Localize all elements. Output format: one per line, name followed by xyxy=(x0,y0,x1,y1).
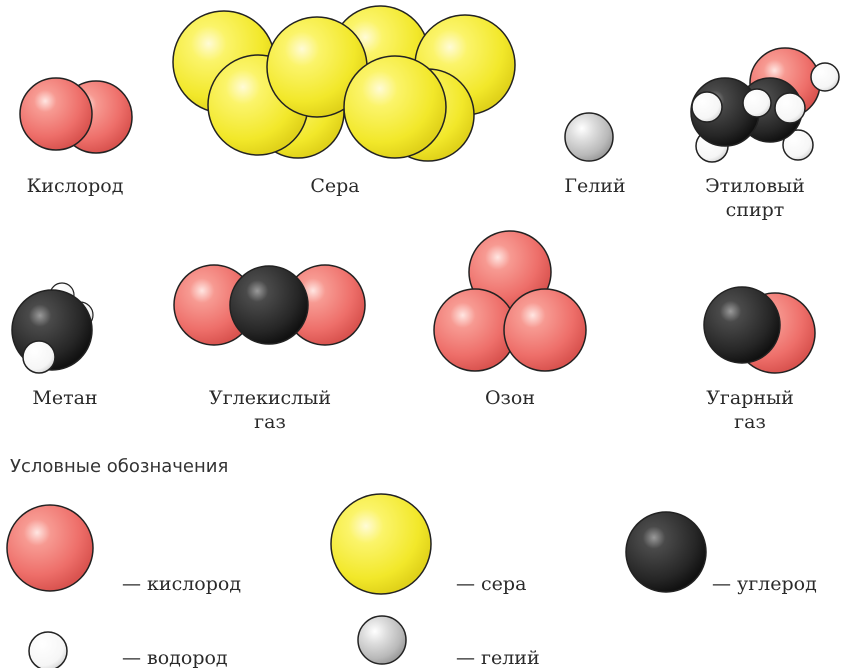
label-oxygen: Кислород xyxy=(26,175,124,197)
legend-label-hydrogen: — водород xyxy=(122,647,228,669)
carbon-atom xyxy=(229,265,309,345)
legend-label-carbon: — углерод xyxy=(712,573,817,595)
oxygen-molecule xyxy=(19,77,133,154)
co2-molecule xyxy=(173,264,366,346)
legend-label-sulfur: — сера xyxy=(456,573,527,595)
legend-label-oxygen: — кислород xyxy=(122,573,242,595)
label-ethanol: Этиловый спирт xyxy=(680,174,830,222)
label-co: Угарный газ xyxy=(680,386,820,434)
legend-sulfur-atom xyxy=(330,493,432,595)
sulfur-molecule xyxy=(172,5,516,162)
legend-symbols xyxy=(6,493,707,668)
hydrogen-atom xyxy=(810,62,840,92)
label-ozone: Озон xyxy=(484,387,536,409)
legend-label-helium: — гелий xyxy=(456,647,540,669)
label-co2-line1: Углекислый xyxy=(208,387,332,409)
label-sulfur: Сера xyxy=(310,175,360,197)
co-molecule xyxy=(703,286,816,374)
label-ethanol-line2: спирт xyxy=(725,199,785,221)
helium-atom xyxy=(564,112,614,162)
helium-molecule xyxy=(564,112,614,162)
label-helium: Гелий xyxy=(564,175,626,197)
label-ethanol-line1: Этиловый xyxy=(705,175,805,197)
legend-helium-atom xyxy=(357,615,407,665)
hydrogen-atom xyxy=(22,340,56,374)
sulfur-atom xyxy=(343,55,447,159)
carbon-atom xyxy=(703,286,781,364)
legend-title: Условные обозначения xyxy=(10,456,229,477)
methane-molecule xyxy=(11,282,94,374)
legend-oxygen-atom xyxy=(6,504,94,592)
label-co2: Углекислый газ xyxy=(190,386,350,434)
hydrogen-atom xyxy=(691,91,723,123)
oxygen-atom xyxy=(19,77,93,151)
ozone-molecule xyxy=(433,230,587,372)
ethanol-molecule xyxy=(690,47,840,163)
oxygen-atom xyxy=(503,288,587,372)
label-co2-line2: газ xyxy=(254,411,286,433)
hydrogen-atom xyxy=(774,92,806,124)
legend-carbon-atom xyxy=(625,511,707,593)
label-co-line1: Угарный xyxy=(706,387,794,409)
label-co-line2: газ xyxy=(734,411,766,433)
hydrogen-atom xyxy=(782,129,814,161)
label-methane: Метан xyxy=(32,387,98,409)
legend-hydrogen-atom xyxy=(28,631,68,668)
hydrogen-atom xyxy=(742,88,772,118)
